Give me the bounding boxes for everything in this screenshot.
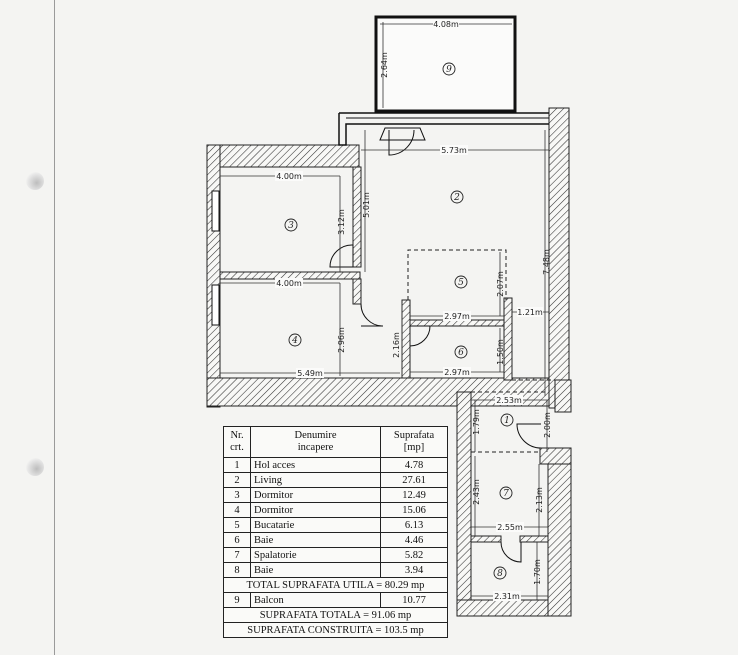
room-number-3: 3 <box>288 221 294 231</box>
dimension-labels: 4.08m 2.64m 5.73m 5.01m 7.48m 4.00m 3.12… <box>275 19 552 601</box>
dim-balcon-width: 4.08m <box>433 20 459 29</box>
dim-spalatorie-width: 2.55m <box>497 523 523 532</box>
dim-hall-height: 2.16m <box>392 332 401 358</box>
dim-living-height: 5.01m <box>362 192 371 218</box>
room-number-8: 8 <box>497 569 503 579</box>
total-utila-row: TOTAL SUPRAFATA UTILA = 80.29 mp <box>223 577 448 593</box>
dim-dormitor3-width: 4.00m <box>276 172 302 181</box>
construita-row: SUPRAFATA CONSTRUITA = 103.5 mp <box>223 622 448 638</box>
dim-bucatarie-side: 1.21m <box>517 308 543 317</box>
dim-baie8-height: 1.70m <box>533 559 542 585</box>
dim-dormitor4-width: 4.00m <box>276 279 302 288</box>
room-labels <box>284 62 514 580</box>
header-nr: Nr.crt. <box>223 426 251 458</box>
dim-hol-width: 2.53m <box>496 396 522 405</box>
dim-baie6-height: 1.50m <box>496 339 505 365</box>
dim-bucatarie-height: 2.07m <box>496 271 505 297</box>
walls <box>206 107 572 617</box>
total-row: SUPRAFATA TOTALA = 91.06 mp <box>223 607 448 623</box>
dim-baie8-width: 2.31m <box>494 592 520 601</box>
dim-hol-height: 1.79m <box>472 409 481 435</box>
dim-spalatorie-height: 2.43m <box>472 479 481 505</box>
room-number-5: 5 <box>458 278 464 288</box>
page-margin-line <box>54 0 55 655</box>
room-number-2: 2 <box>453 193 460 203</box>
doors <box>329 127 542 563</box>
room-number-1: 1 <box>504 416 510 426</box>
punch-hole-icon <box>26 458 44 476</box>
room-number-4: 4 <box>291 336 298 346</box>
dim-bucatarie-width: 2.97m <box>444 312 470 321</box>
room-numbers: 9 2 3 4 5 6 1 7 8 <box>288 65 510 579</box>
dim-spalatorie-right: 2.13m <box>535 487 544 513</box>
room-number-9: 9 <box>446 65 452 75</box>
dim-living-width: 5.73m <box>441 146 467 155</box>
dim-baie6-width: 2.97m <box>444 368 470 377</box>
dashed-lines <box>407 249 555 453</box>
dim-hol-door: 2.00m <box>543 412 552 438</box>
header-area: Suprafata[mp] <box>380 426 448 458</box>
room-number-7: 7 <box>503 489 509 499</box>
dim-dormitor3-height: 3.12m <box>337 209 346 235</box>
living-top-wall <box>338 112 549 146</box>
room-number-6: 6 <box>458 348 464 358</box>
dim-dormitor4-bottom: 5.49m <box>297 369 323 378</box>
punch-hole-icon <box>26 172 44 190</box>
dim-dormitor4-height: 2.96m <box>337 327 346 353</box>
dim-living-right: 7.48m <box>542 249 551 275</box>
windows <box>211 190 220 326</box>
dim-balcon-depth: 2.64m <box>380 52 389 78</box>
